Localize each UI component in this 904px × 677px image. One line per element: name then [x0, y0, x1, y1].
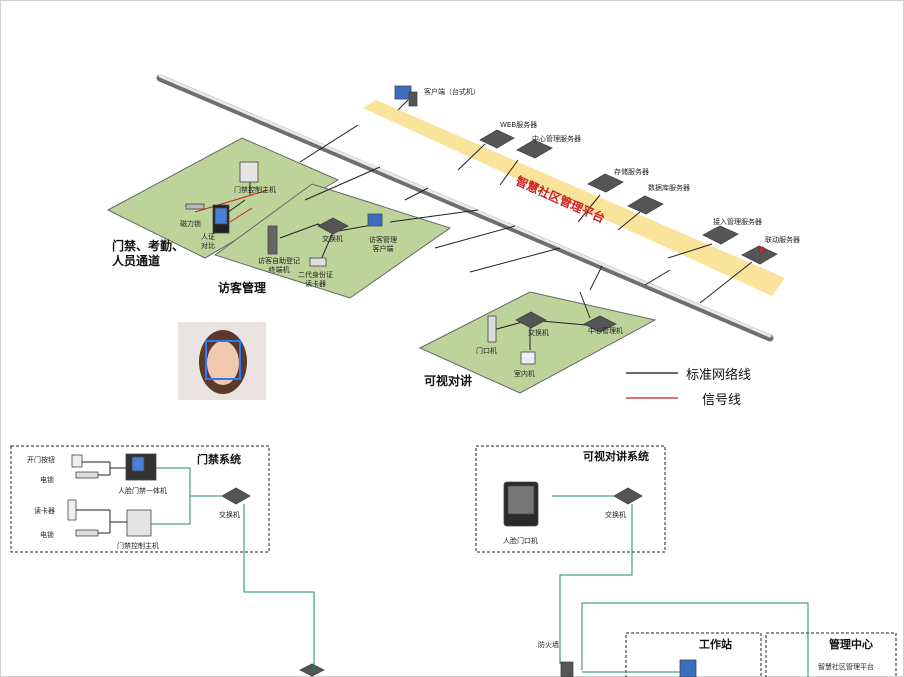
zone-access-title: 门禁、考勤、 人员通道 [112, 239, 185, 268]
label-access-server: 接入管理服务器 [713, 218, 762, 226]
label-storage-server: 存储服务器 [614, 168, 649, 176]
zone-visitor-title: 访客管理 [218, 281, 267, 295]
zone-visitor-plate [213, 183, 452, 299]
backbone-drops [299, 99, 753, 304]
label-visitor-terminal: 访客自助登记 终端机 [258, 257, 300, 275]
backbone-cable [156, 74, 774, 342]
legend-signal-text: 信号线 [702, 393, 742, 408]
label-switch-intercom: 交换机 [528, 329, 549, 337]
label-access-switch: 交换机 [219, 511, 240, 519]
label-center-manager: 中心管理机 [588, 327, 623, 335]
bottom-switch-icon [299, 663, 325, 677]
door-station-icon [487, 315, 497, 343]
center-manager-icon [583, 315, 617, 333]
intercom-system-title: 可视对讲系统 [583, 450, 649, 463]
device-icons [185, 85, 778, 365]
zone-intercom-title: 可视对讲 [424, 374, 473, 388]
label-card-reader: 读卡器 [34, 507, 55, 515]
management-center-title: 管理中心 [829, 638, 873, 651]
web-server-icon [479, 129, 515, 149]
label-maglock: 磁力锁 [180, 220, 201, 228]
db-server-icon [627, 195, 664, 215]
label-web-server: WEB服务器 [500, 121, 538, 129]
firewall-icon [560, 661, 574, 677]
visitor-terminal-icon [267, 225, 278, 255]
label-db-server: 数据库服务器 [648, 184, 690, 192]
label-face-door: 人脸门口机 [503, 537, 538, 545]
management-center-box [765, 632, 897, 677]
workstation-monitor-icon [679, 659, 697, 677]
label-door-controller: 门禁控制主机 [234, 186, 276, 194]
label-id-reader: 二代身份证 读卡器 [298, 271, 333, 289]
zone-access-plate [106, 137, 340, 259]
access-system-box [10, 445, 270, 553]
link-server-icon [741, 245, 778, 265]
label-client-desktop: 客户端（台式机） [424, 88, 480, 96]
label-face-terminal: 人证 对比 [201, 233, 215, 251]
label-lock1: 电锁 [40, 476, 54, 484]
maglock-icon [185, 203, 205, 210]
access-system-title: 门禁系统 [197, 453, 241, 466]
label-indoor-unit: 室内机 [514, 370, 535, 378]
open-button-icon [71, 454, 83, 468]
label-face-access: 人脸门禁一体机 [118, 487, 167, 495]
lock2-icon [75, 529, 99, 537]
green-links [151, 467, 809, 677]
label-intercom-switch: 交换机 [605, 511, 626, 519]
label-firewall: 防火墙 [538, 641, 559, 649]
face-detect-frame [205, 340, 241, 380]
face-photo [178, 322, 266, 400]
platform-band [363, 100, 785, 296]
visitor-client-icon [367, 213, 383, 227]
lock1-icon [75, 471, 99, 479]
workstation-box [625, 632, 762, 677]
access-server-icon [702, 225, 739, 245]
label-lock2: 电锁 [40, 531, 54, 539]
door-controller-icon [239, 161, 259, 183]
label-switch-visitor: 交换机 [322, 235, 343, 243]
intercom-switch-icon [613, 487, 643, 505]
card-reader-icon [67, 499, 77, 521]
indoor-unit-icon [520, 351, 536, 365]
switch-intercom-icon [515, 311, 547, 329]
legend-network-text: 标准网络线 [686, 368, 752, 383]
label-visitor-client: 访客管理 客户端 [369, 236, 397, 254]
intercom-system-box [475, 445, 666, 553]
workstation-title: 工作站 [699, 638, 732, 651]
label-door-station: 门口机 [476, 347, 497, 355]
center-server-icon [516, 139, 553, 159]
switch-visitor-icon [317, 217, 349, 235]
storage-server-icon [587, 173, 624, 193]
access-switch-icon [221, 487, 251, 505]
label-link-server: 联动服务器 [765, 236, 800, 244]
controller-icon [126, 509, 152, 537]
zone-intercom-plate [418, 291, 657, 394]
label-platform-small: 智慧社区管理平台 [818, 663, 874, 671]
id-reader-icon [309, 257, 327, 267]
label-controller: 门禁控制主机 [117, 542, 159, 550]
label-open-button: 开门按钮 [27, 456, 55, 464]
label-center-server: 中心管理服务器 [532, 135, 581, 143]
